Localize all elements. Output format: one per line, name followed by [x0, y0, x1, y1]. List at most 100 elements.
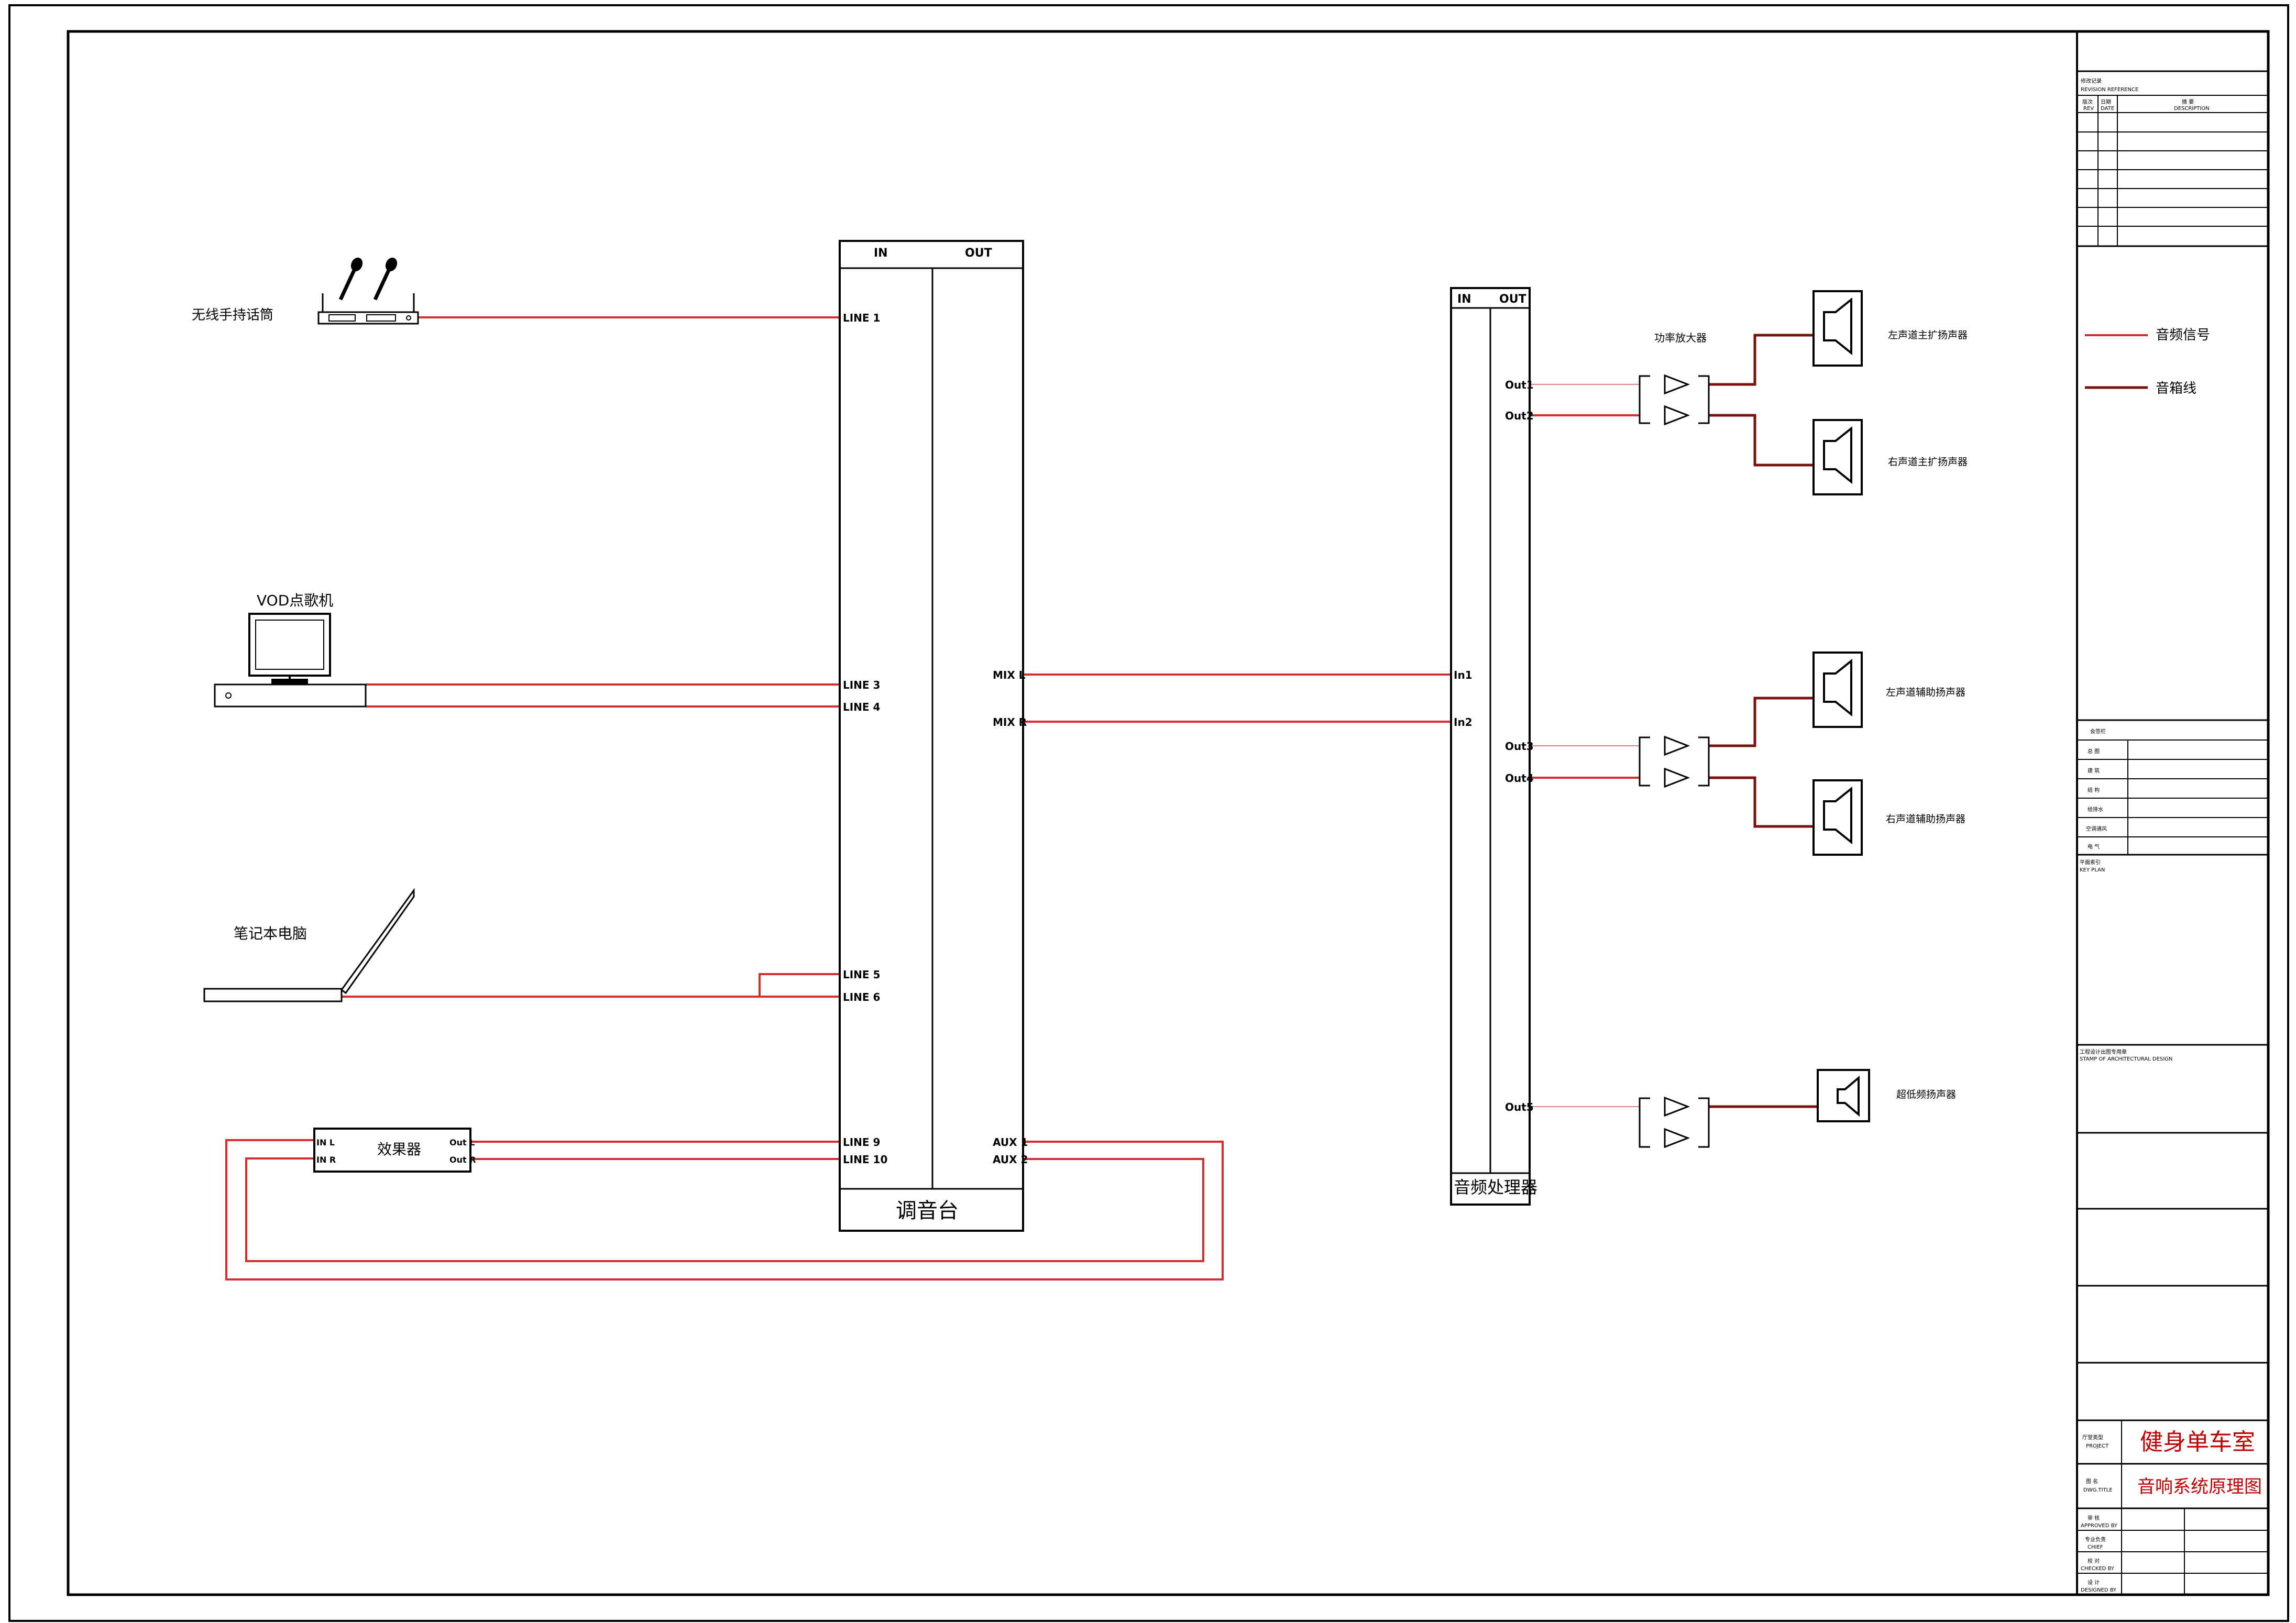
- amp-label: 功率放大器: [1654, 332, 1707, 344]
- mixer-line4: LINE 4: [843, 701, 880, 713]
- processor-out-header: OUT: [1499, 293, 1526, 306]
- mixer-mixl: MIX L: [993, 669, 1026, 681]
- mixer-aux2: AUX 2: [993, 1153, 1028, 1166]
- date-col-en: DATE: [2101, 106, 2114, 112]
- audio-processor: IN OUT In1 In2 Out1 Out2 Out3 Out4 Out5 …: [1450, 287, 1537, 1206]
- speaker-wires: [1709, 334, 1818, 1108]
- title-block-text: 修改记录 REVISION REFERENCE 版次 REV 日期 DATE 摘…: [2080, 78, 2262, 1593]
- speaker-wire-3: [1709, 697, 1814, 747]
- effects-out-r: Out R: [449, 1155, 476, 1165]
- processor-in1: In1: [1454, 669, 1473, 681]
- rev-col-cn: 版次: [2082, 98, 2093, 105]
- audio-signal-lines: [225, 316, 1640, 1280]
- processor-name: 音频处理器: [1454, 1177, 1537, 1197]
- sign-row-4: 给排水: [2088, 806, 2103, 813]
- speaker-aux-right: [1812, 779, 1863, 856]
- stamp-en: STAMP OF ARCHITECTURAL DESIGN: [2080, 1056, 2172, 1062]
- processor-out4: Out4: [1505, 772, 1534, 785]
- mic-label: 无线手持话筒: [192, 307, 273, 323]
- wire-aux2-effects-inr: [245, 1157, 1204, 1262]
- approval-2-en: CHIEF: [2088, 1544, 2103, 1550]
- rev-col-en: REV: [2083, 106, 2094, 112]
- speaker-main-right: [1812, 419, 1863, 495]
- key-plan-cn: 平面索引: [2080, 859, 2101, 866]
- mixer-aux1: AUX 1: [993, 1136, 1028, 1149]
- drawing-label-en: DWG.TITLE: [2083, 1487, 2113, 1493]
- mixer-mixr: MIX R: [993, 716, 1027, 728]
- mixer-out-header: OUT: [965, 247, 992, 260]
- speaker-main-left: [1812, 290, 1863, 367]
- speaker-wire-4: [1709, 776, 1814, 828]
- mixer-in-header: IN: [874, 247, 888, 260]
- project-value: 健身单车室: [2140, 1429, 2255, 1455]
- handheld-mic-icon: [338, 257, 398, 301]
- wireless-mic-receiver: [317, 293, 419, 325]
- approval-1-en: APPROVED BY: [2081, 1523, 2118, 1529]
- speaker-subwoofer: [1817, 1069, 1870, 1122]
- approval-1-cn: 审 核: [2088, 1515, 2100, 1521]
- vod-monitor-icon: [248, 613, 331, 685]
- speaker-label-4: 右声道辅助扬声器: [1886, 813, 1965, 825]
- drawing-value: 音响系统原理图: [2137, 1476, 2262, 1497]
- legend-speaker-label: 音箱线: [2156, 381, 2196, 396]
- approval-4-cn: 设 计: [2088, 1579, 2100, 1586]
- wire-laptop-line5: [759, 973, 840, 997]
- inner-frame: [67, 30, 2270, 1596]
- mixer-line10: LINE 10: [843, 1153, 887, 1166]
- legend: 音频信号 音箱线: [2085, 327, 2210, 396]
- speaker-wire-2: [1709, 414, 1814, 467]
- processor-out1: Out1: [1505, 379, 1534, 391]
- speaker-aux-left: [1812, 652, 1863, 728]
- laptop-label: 笔记本电脑: [234, 925, 307, 942]
- sign-row-1: 总 图: [2088, 748, 2100, 755]
- effects-out-l: Out L: [449, 1138, 475, 1147]
- approval-3-en: CHECKED BY: [2081, 1566, 2115, 1572]
- stamp-cn: 工程设计出图专用章: [2080, 1048, 2127, 1055]
- mixer-line3: LINE 3: [843, 679, 880, 691]
- laptop-icon: [203, 888, 415, 1002]
- effects-in-r: IN R: [316, 1155, 336, 1165]
- drawing-label: 图 名: [2086, 1478, 2098, 1485]
- project-label: 厅堂类型: [2082, 1434, 2103, 1441]
- speaker-label-5: 超低频扬声器: [1896, 1089, 1956, 1100]
- sign-header: 会签栏: [2090, 728, 2106, 735]
- speaker-label-1: 左声道主扩扬声器: [1888, 329, 1968, 341]
- mixer-line5: LINE 5: [843, 968, 880, 981]
- vod-label: VOD点歌机: [257, 592, 333, 609]
- approval-3-cn: 校 对: [2088, 1558, 2100, 1564]
- outer-frame: [8, 4, 2289, 1622]
- approval-4-en: DESIGNED BY: [2081, 1587, 2117, 1593]
- amplifier-3: [1639, 1096, 1710, 1149]
- desc-col-en: DESCRIPTION: [2174, 106, 2210, 112]
- legend-audio-label: 音频信号: [2156, 327, 2210, 343]
- effects-unit: 效果器 IN L IN R Out L Out R: [313, 1128, 476, 1173]
- mixer-line6: LINE 6: [843, 991, 880, 1003]
- title-block: [2076, 31, 2269, 1595]
- mixer-name: 调音台: [896, 1199, 959, 1223]
- sign-row-5: 空调通风: [2086, 825, 2107, 832]
- processor-out3: Out3: [1505, 740, 1534, 753]
- vod-player-box: [214, 683, 367, 708]
- mixer-line1: LINE 1: [843, 312, 880, 324]
- amplifier-1: [1639, 374, 1710, 426]
- speaker-label-2: 右声道主扩扬声器: [1888, 456, 1968, 468]
- processor-out2: Out2: [1505, 410, 1534, 422]
- effects-label: 效果器: [377, 1141, 421, 1158]
- revision-title-en: REVISION REFERENCE: [2081, 87, 2138, 93]
- effects-in-l: IN L: [316, 1138, 335, 1147]
- sign-row-3: 结 构: [2088, 787, 2100, 793]
- audio-signal-lines-faint: [1530, 384, 1640, 1107]
- key-plan-en: KEY PLAN: [2080, 867, 2105, 873]
- processor-in2: In2: [1454, 716, 1473, 728]
- processor-out5: Out5: [1505, 1101, 1534, 1113]
- project-label-en: PROJECT: [2086, 1443, 2109, 1449]
- revision-title-cn: 修改记录: [2081, 78, 2102, 84]
- processor-in-header: IN: [1457, 293, 1471, 306]
- date-col-cn: 日期: [2101, 99, 2111, 105]
- speaker-wire-1: [1709, 334, 1814, 386]
- wire-aux1-effects-inl: [225, 1139, 1224, 1280]
- sign-row-6: 电 气: [2088, 843, 2100, 850]
- speaker-label-3: 左声道辅助扬声器: [1886, 687, 1965, 698]
- sign-row-2: 建 筑: [2088, 767, 2100, 774]
